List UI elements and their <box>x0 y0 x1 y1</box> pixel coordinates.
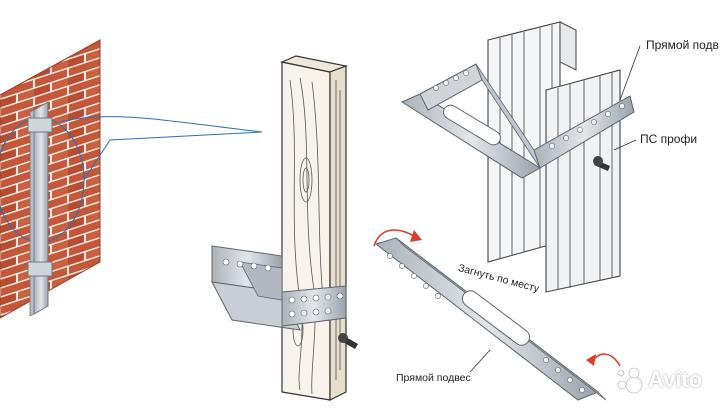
watermark: Avito <box>614 364 714 396</box>
wooden-beam <box>280 55 349 401</box>
wall-profile <box>27 101 53 317</box>
bend-arrow-head-icon <box>410 230 422 242</box>
label-ps-profile: ПС профи <box>640 132 698 146</box>
label-leaders <box>469 45 641 373</box>
straight-hanger-mounted <box>400 63 635 179</box>
beam-hanger-bracket <box>211 245 358 349</box>
bend-arrow-head-icon <box>586 354 596 366</box>
screw-icon <box>593 156 610 171</box>
leader-lines <box>59 116 263 181</box>
screw-icon <box>338 333 358 349</box>
label-straight-hanger-top: Прямой подв <box>646 38 719 52</box>
straight-hanger-loose <box>374 237 607 401</box>
label-straight-hanger-bottom: Прямой подвес <box>396 372 471 384</box>
watermark-brand: Avito <box>648 367 703 392</box>
avito-dots-icon <box>617 367 643 394</box>
